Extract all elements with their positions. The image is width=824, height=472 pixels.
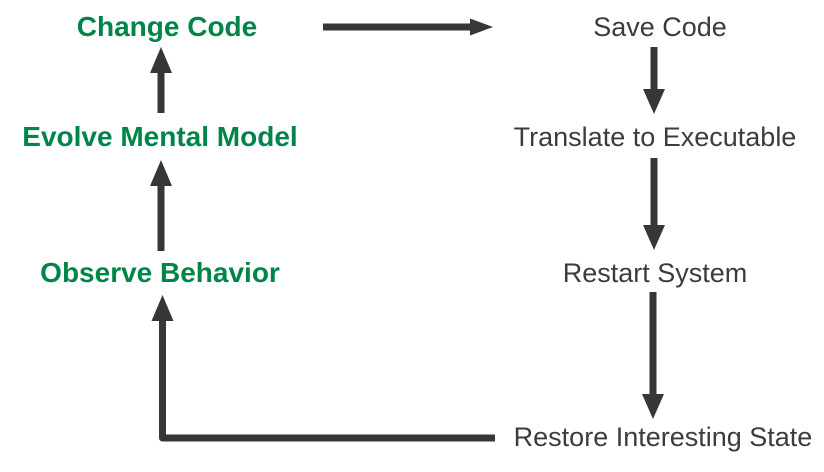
arrow-save-code-to-translate-to-executable [643, 47, 665, 114]
arrow-translate-to-executable-to-restart-system [643, 158, 665, 250]
node-restore-interesting-state: Restore Interesting State [513, 422, 813, 452]
node-evolve-mental-model: Evolve Mental Model [22, 121, 298, 152]
node-save-code: Save Code [593, 12, 727, 42]
arrow-change-code-to-save-code [323, 18, 493, 36]
node-change-code: Change Code [76, 11, 258, 42]
node-restart-system: Restart System [562, 258, 748, 288]
arrow-evolve-mental-model-to-change-code [150, 47, 172, 113]
node-observe-behavior: Observe Behavior [40, 257, 280, 288]
arrow-restart-system-to-restore-interesting-state [642, 292, 664, 419]
arrow-restore-interesting-state-to-observe-behavior [151, 295, 495, 442]
arrow-observe-behavior-to-evolve-mental-model [150, 160, 172, 251]
node-translate-to-executable: Translate to Executable [513, 122, 797, 152]
